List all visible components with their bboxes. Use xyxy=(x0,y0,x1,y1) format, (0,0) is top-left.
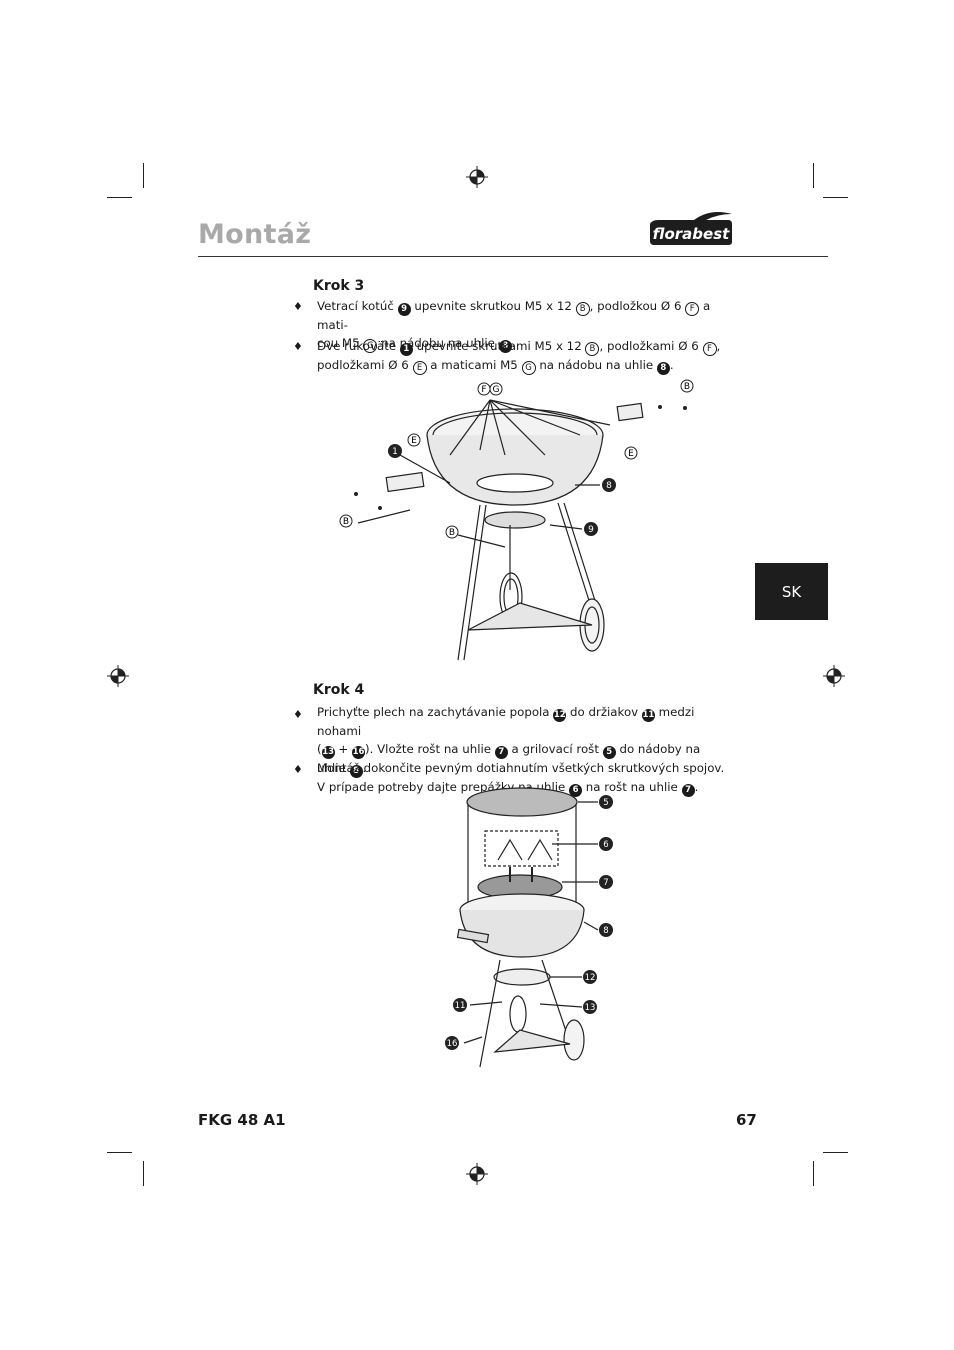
bullet-icon: ♦ xyxy=(293,340,303,353)
registration-mark-icon xyxy=(823,665,845,687)
step3-instruction-2: Dve rukoväte 1 upevnite skrutkami M5 x 1… xyxy=(317,339,721,375)
svg-text:9: 9 xyxy=(588,525,594,535)
brand-logo: florabest xyxy=(650,212,732,245)
header-rule xyxy=(198,256,828,257)
crop-mark xyxy=(823,197,848,198)
page-title: Montáž xyxy=(198,219,312,250)
step3-heading: Krok 3 xyxy=(313,278,365,294)
bullet-icon: ♦ xyxy=(293,300,303,313)
svg-text:F: F xyxy=(481,385,486,395)
svg-text:11: 11 xyxy=(455,1001,466,1011)
step3-assembly-illustration: F G B E E 1 8 9 B B xyxy=(339,379,694,661)
svg-text:13: 13 xyxy=(585,1003,596,1013)
svg-text:B: B xyxy=(449,528,455,538)
svg-text:8: 8 xyxy=(603,926,608,936)
svg-text:16: 16 xyxy=(447,1039,458,1049)
svg-text:12: 12 xyxy=(585,973,596,983)
svg-text:G: G xyxy=(493,385,500,395)
svg-text:E: E xyxy=(411,436,417,446)
crop-mark xyxy=(823,1152,848,1153)
step4-instruction-2: Montáž dokončite pevným dotiahnutím všet… xyxy=(317,761,725,775)
crop-mark xyxy=(813,163,814,188)
crop-mark xyxy=(813,1161,814,1186)
language-tab-label: SK xyxy=(781,582,802,601)
registration-mark-icon xyxy=(466,166,488,188)
step3-instruction-1: Vetrací kotúč 9 upevnite skrutkou M5 x 1… xyxy=(317,299,711,353)
page-number: 67 xyxy=(736,1111,757,1129)
crop-mark xyxy=(107,1152,132,1153)
crop-mark xyxy=(143,163,144,188)
svg-text:B: B xyxy=(343,517,349,527)
crop-mark xyxy=(143,1161,144,1186)
step4-assembly-illustration: 5 6 7 8 12 11 13 16 xyxy=(445,787,613,1068)
bullet-icon: ♦ xyxy=(293,708,303,721)
registration-mark-icon xyxy=(107,665,129,687)
crop-mark xyxy=(107,197,132,198)
registration-mark-icon xyxy=(466,1163,488,1185)
svg-text:B: B xyxy=(684,382,690,392)
svg-text:1: 1 xyxy=(392,447,398,457)
step4-heading: Krok 4 xyxy=(313,682,365,698)
svg-text:florabest: florabest xyxy=(653,225,730,243)
svg-text:5: 5 xyxy=(603,798,608,808)
svg-text:7: 7 xyxy=(603,878,608,888)
bullet-icon: ♦ xyxy=(293,763,303,776)
svg-text:E: E xyxy=(628,449,634,459)
model-number: FKG 48 A1 xyxy=(198,1111,286,1129)
language-tab: SK xyxy=(755,563,828,620)
svg-text:6: 6 xyxy=(603,840,608,850)
svg-text:8: 8 xyxy=(606,481,612,491)
